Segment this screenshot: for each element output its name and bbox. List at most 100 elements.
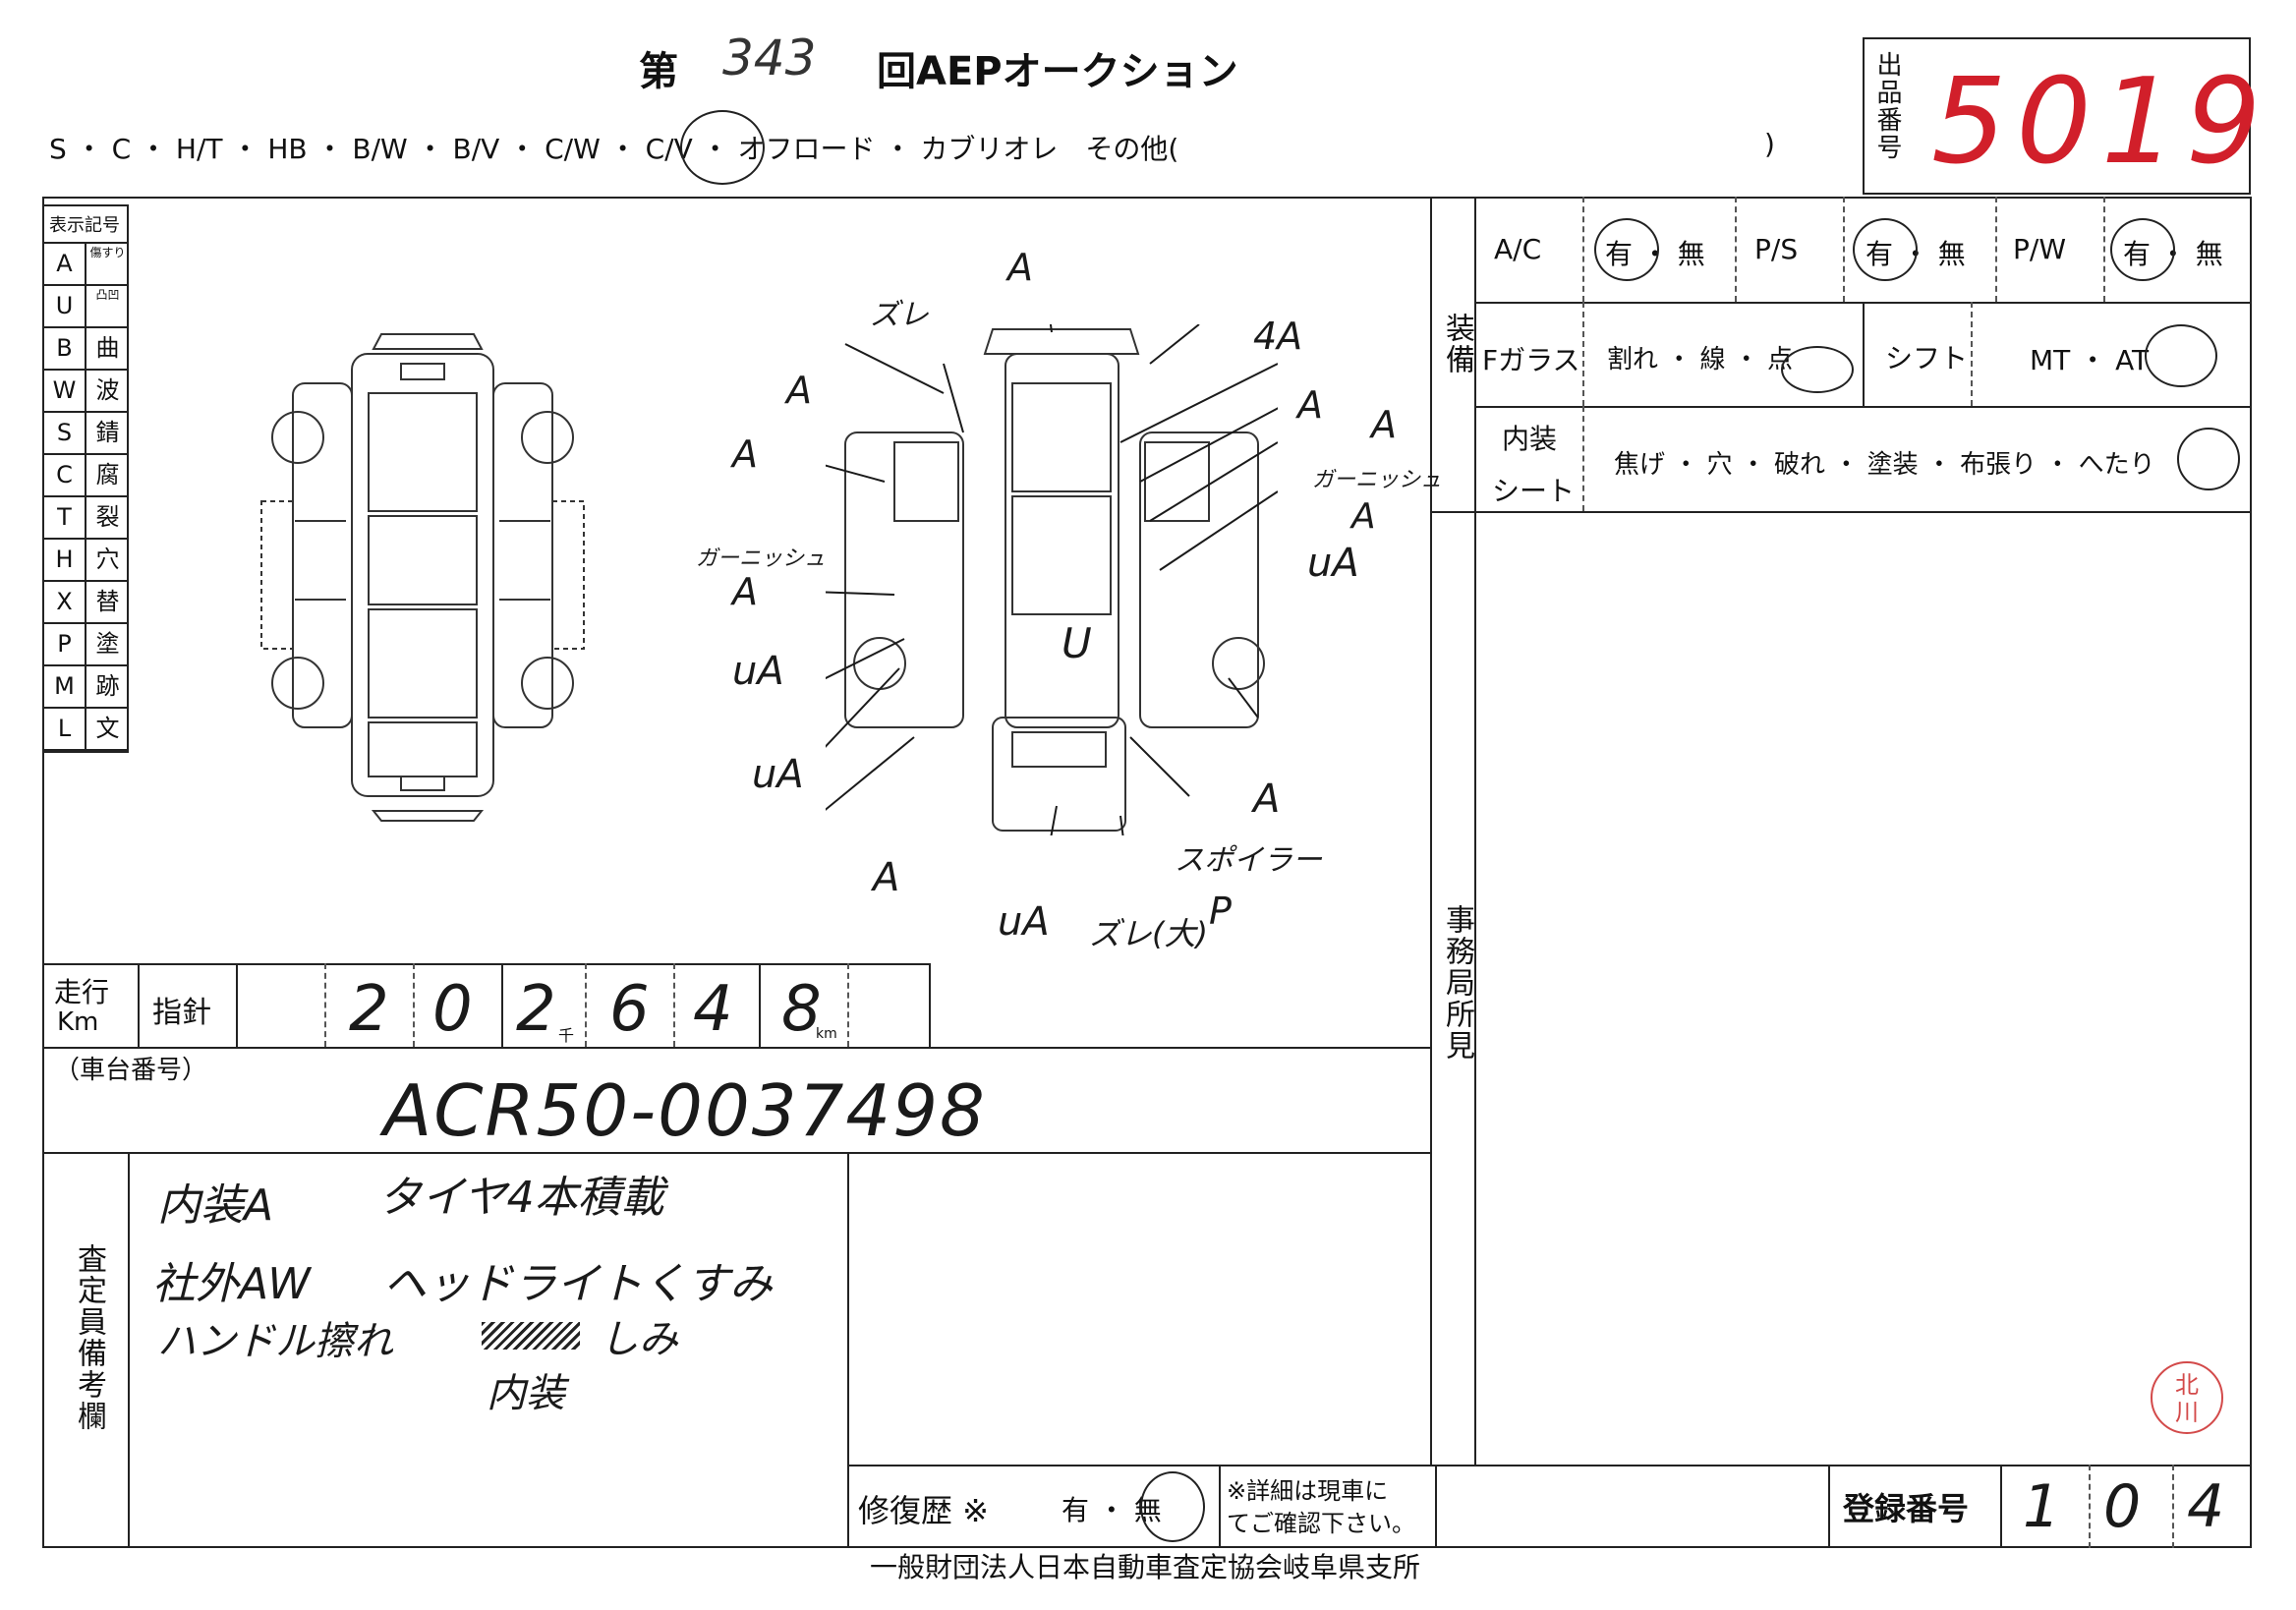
repair-note-1: ※詳細は現車に (1227, 1477, 1389, 1505)
shift-options: MT ・ AT (2030, 344, 2150, 376)
legend-code: H (44, 540, 86, 580)
note-line2-b: ヘッドライトくすみ (383, 1259, 773, 1309)
note-line3-b: しみ (600, 1317, 678, 1362)
note-line1-a: 内装A (157, 1180, 274, 1231)
mileage-label-2: Km (57, 1007, 99, 1037)
interior-label-2: シート (1492, 475, 1576, 507)
legend-meaning: 穴 (95, 546, 120, 573)
legend-code: M (44, 666, 86, 707)
mark-rear-a: A (873, 855, 900, 900)
mark-left-mid: uA (732, 649, 784, 694)
mark-right-garnish-a: A (1351, 496, 1376, 537)
issuer-footer: 一般財団法人日本自動車査定協会岐阜県支所 (870, 1551, 1421, 1583)
mark-left-rear: uA (752, 752, 804, 797)
interior-selected-circle (2177, 428, 2240, 490)
divider-right-panel (1430, 197, 1432, 1465)
mark-spoiler: スポイラー (1175, 843, 1322, 878)
mark-left-front-a1: A (786, 369, 812, 412)
mark-left-front-a2: A (732, 432, 758, 476)
mileage-label-1: 走行 (54, 976, 110, 1008)
mark-right-rear-a: A (1253, 776, 1281, 822)
mileage-digit-1: 2 (349, 973, 389, 1046)
legend-code: A (44, 244, 86, 284)
legend-meaning: 跡 (95, 672, 120, 700)
inspector-notes-label: 査定員備考欄 (72, 1243, 106, 1432)
fglass-label: Fガラス (1482, 344, 1580, 376)
mark-left-garnish: ガーニッシュ (696, 546, 827, 571)
note-line1-b: タイヤ4本積載 (378, 1173, 664, 1223)
mileage-digit-4: 6 (609, 973, 650, 1046)
registration-digit-3: 4 (2187, 1472, 2225, 1541)
interior-options: 焦げ ・ 穴 ・ 破れ ・ 塗装 ・ 布張り ・ へたり (1614, 450, 2155, 480)
body-type-options: S ・ C ・ H/T ・ HB ・ B/W ・ B/V ・ C/W ・ C/V… (49, 133, 1179, 165)
mark-rear-ua: uA (998, 899, 1050, 945)
mileage-digit-5: 4 (693, 973, 733, 1046)
mileage-digit-6: 8 (781, 973, 822, 1046)
repair-history-label: 修復歴 ※ (858, 1492, 989, 1529)
legend-meaning: 文 (95, 715, 120, 742)
legend-meaning: 腐 (95, 461, 120, 489)
legend-meaning: 傷すり (89, 246, 126, 259)
note-line3-a: ハンドル擦れ (157, 1319, 393, 1364)
mileage-digit-2: 0 (432, 973, 473, 1046)
mark-right-door-top: A (1297, 383, 1323, 427)
legend-title: 表示記号 (49, 215, 120, 236)
legend-code: P (44, 624, 86, 664)
mark-right-garnish: ガーニッシュ (1312, 468, 1443, 492)
legend-meaning: 曲 (95, 334, 120, 362)
mark-front-top: A (1007, 246, 1033, 289)
note-line4: 内装 (487, 1371, 565, 1416)
legend-code: U (44, 286, 86, 326)
office-remarks-label: 事務局所見 (1440, 904, 1474, 1062)
car-diagram-outline (260, 333, 585, 822)
legend-meaning: 裂 (95, 503, 120, 531)
legend-row-u: U 凸凹 (44, 286, 129, 328)
note-line2-a: 社外AW (152, 1259, 311, 1309)
legend-meaning: 凸凹 (95, 288, 120, 302)
ac-selected-circle (1594, 218, 1659, 281)
mark-right-door: A (1371, 403, 1397, 446)
mark-spoiler-p: P (1209, 890, 1232, 933)
mark-front-right: 4A (1253, 315, 1303, 358)
inspector-stamp: 北川 (2151, 1361, 2223, 1434)
pw-label: P/W (2013, 233, 2067, 265)
car-diagram-annotated (826, 324, 1278, 835)
mark-rear-gap: ズレ(大) (1089, 915, 1208, 952)
repair-note-2: てご確認下さい。 (1227, 1510, 1415, 1537)
stamp-text: 北川 (2175, 1371, 2199, 1426)
lot-number-value: 5019 (1931, 54, 2271, 191)
legend-meaning: 錆 (95, 419, 120, 446)
legend-code: B (44, 328, 86, 369)
legend-code: S (44, 413, 86, 453)
lot-number-box (1863, 37, 2251, 195)
legend-code: T (44, 497, 86, 538)
mark-right-mid: uA (1307, 541, 1359, 586)
fglass-selected-mark (1781, 346, 1854, 393)
registration-label: 登録番号 (1843, 1490, 1970, 1527)
equipment-label: 装備 (1440, 313, 1474, 375)
registration-digit-2: 0 (2103, 1472, 2142, 1541)
auction-title: 回AEPオークション (877, 49, 1238, 94)
legend-code: W (44, 371, 86, 411)
main-frame (42, 197, 2252, 1548)
legend-code: X (44, 582, 86, 622)
legend-meaning: 塗 (95, 630, 120, 658)
lot-number-label: 出品番号 (1872, 51, 1902, 161)
mileage-digit-3: 2 (516, 973, 556, 1046)
interior-label-1: 内装 (1502, 423, 1558, 455)
title-prefix: 第 (639, 49, 678, 94)
mark-center-dent: U (1062, 619, 1092, 667)
pw-selected-circle (2110, 218, 2175, 281)
body-type-circle (680, 110, 765, 185)
